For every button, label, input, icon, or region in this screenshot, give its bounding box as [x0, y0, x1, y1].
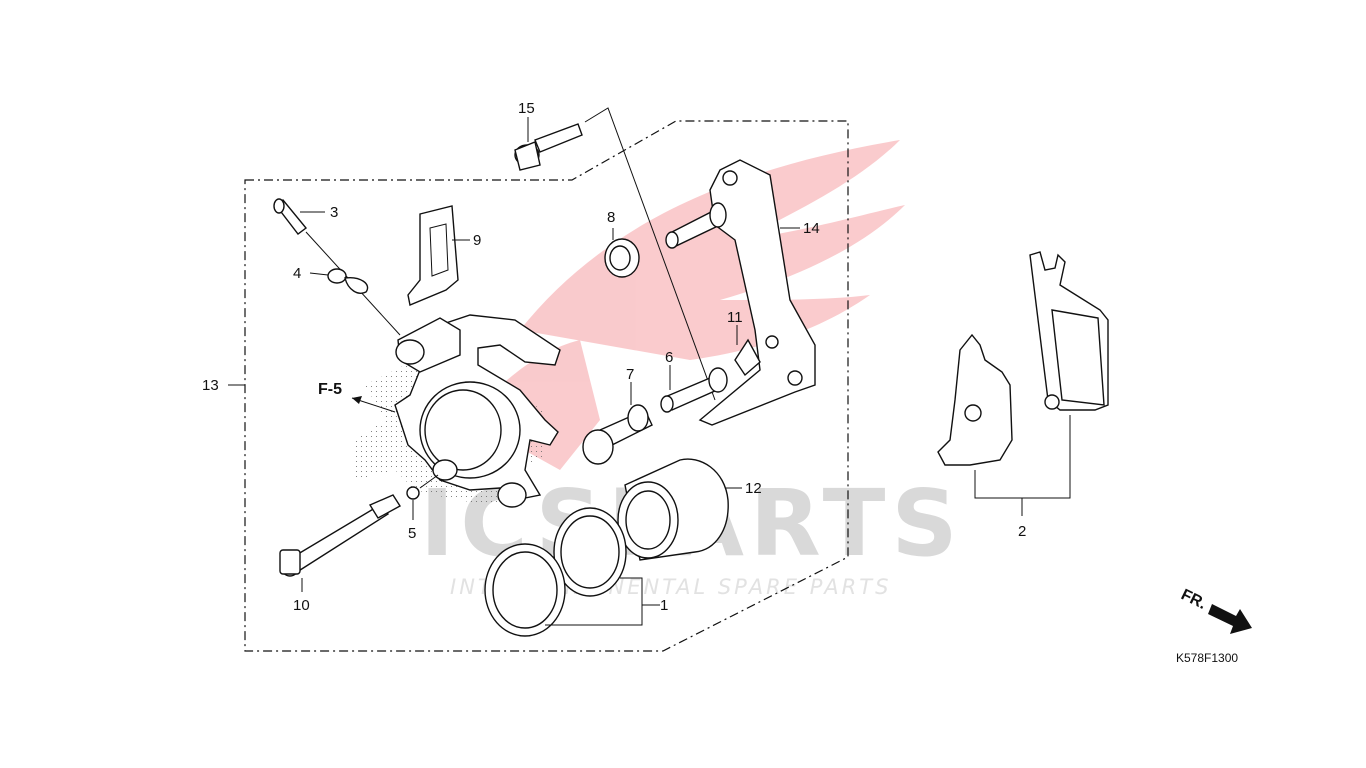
- section-reference-label: F-5: [318, 381, 342, 398]
- caliper-assembly-outline: [244, 120, 849, 652]
- callout-11: 11: [727, 309, 743, 326]
- part-7-pin-bolt: [582, 404, 653, 465]
- part-3-bleeder-screw: [273, 198, 308, 235]
- part-12-piston: [617, 458, 729, 561]
- callout-10: 10: [293, 597, 310, 614]
- callout-4: 4: [293, 265, 301, 282]
- part-2-brake-pads: [937, 251, 1109, 466]
- part-4-bleeder-cap: [327, 268, 369, 294]
- part-5-small-o-ring: [406, 486, 420, 500]
- caliper-body: [355, 314, 561, 508]
- callout-6: 6: [665, 349, 673, 366]
- callout-7: 7: [626, 366, 634, 383]
- callout-3: 3: [330, 204, 338, 221]
- part-1-piston-seals: [484, 507, 627, 637]
- part-11-retaining-clip: [734, 338, 761, 377]
- callout-9: 9: [473, 232, 481, 249]
- callout-8: 8: [607, 209, 615, 226]
- part-9-pad-spring: [407, 205, 459, 306]
- callout-1: 1: [660, 597, 668, 614]
- part-15-bolt: [514, 123, 583, 171]
- front-direction-arrow-icon: [1208, 604, 1252, 634]
- diagram-reference-code: K578F1300: [1176, 651, 1238, 665]
- section-reference-arrowhead: [352, 396, 362, 404]
- part-14-caliper-bracket: [665, 159, 816, 426]
- front-direction-label: FR.: [1178, 586, 1209, 613]
- callout-2: 2: [1018, 523, 1026, 540]
- part-10-pad-pin: [279, 494, 401, 577]
- callout-14: 14: [803, 220, 820, 237]
- part-8-boot: [604, 238, 640, 278]
- callout-15: 15: [518, 100, 535, 117]
- callout-13: 13: [202, 377, 219, 394]
- callout-12: 12: [745, 480, 762, 497]
- part-6-slide-pin: [660, 367, 728, 413]
- callout-5: 5: [408, 525, 416, 542]
- front-direction-marker: FR.: [1178, 586, 1252, 634]
